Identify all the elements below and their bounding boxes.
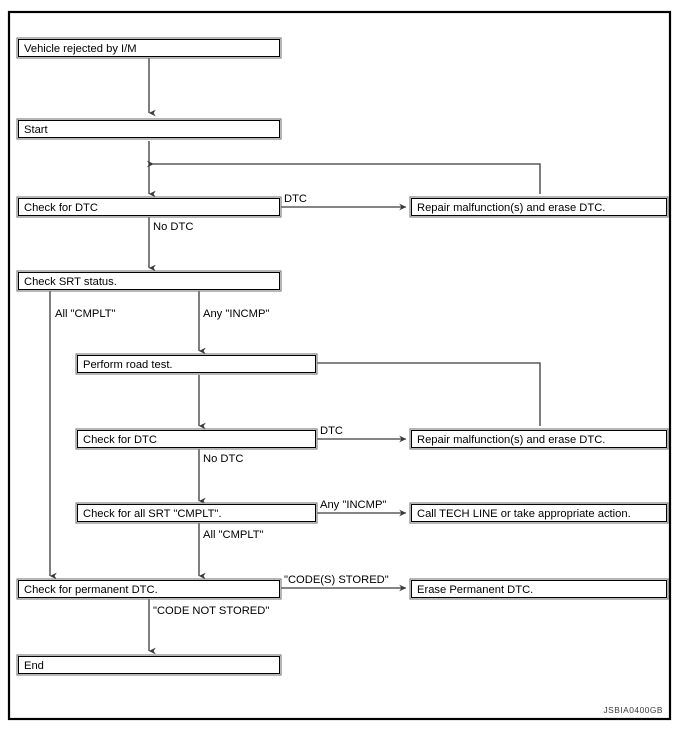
edge-label-dtc-1: DTC	[284, 193, 307, 205]
node-vehicle-rejected-label: Vehicle rejected by I/M	[24, 43, 137, 55]
node-repair-malfunctions-1-label: Repair malfunction(s) and erase DTC.	[417, 202, 605, 214]
figure-frame	[7, 10, 672, 721]
node-start[interactable]: Start	[16, 118, 282, 140]
edge-label-all-cmplt-2: All "CMPLT"	[203, 529, 264, 541]
node-repair-malfunctions-2[interactable]: Repair malfunction(s) and erase DTC.	[409, 428, 669, 450]
node-repair-malfunctions-2-label: Repair malfunction(s) and erase DTC.	[417, 434, 605, 446]
node-repair-malfunctions-1[interactable]: Repair malfunction(s) and erase DTC.	[409, 196, 669, 218]
node-check-srt-status-label: Check SRT status.	[24, 276, 117, 288]
node-vehicle-rejected[interactable]: Vehicle rejected by I/M	[16, 37, 282, 59]
node-call-tech-line-label: Call TECH LINE or take appropriate actio…	[417, 508, 631, 520]
node-perform-road-test[interactable]: Perform road test.	[75, 353, 318, 375]
figure-code-label: JSBIA0400GB	[603, 705, 663, 715]
node-start-label: Start	[24, 124, 49, 136]
node-perform-road-test-label: Perform road test.	[83, 359, 173, 371]
edge-label-codes-stored: "CODE(S) STORED"	[284, 574, 389, 586]
node-check-for-dtc-1-label: Check for DTC	[24, 202, 98, 214]
edge-labels: DTC No DTC All "CMPLT" Any "INCMP" DTC N…	[55, 193, 389, 617]
edge-label-no-dtc-1: No DTC	[153, 221, 193, 233]
node-check-for-dtc-2-label: Check for DTC	[83, 434, 157, 446]
node-check-srt-status[interactable]: Check SRT status.	[16, 270, 282, 292]
node-check-for-dtc-2[interactable]: Check for DTC	[75, 428, 318, 450]
edge-repair2-loopback	[311, 359, 541, 426]
edge-label-no-dtc-2: No DTC	[203, 453, 243, 465]
edge-label-any-incmp-1: Any "INCMP"	[203, 308, 269, 320]
edge-label-code-not-stored: "CODE NOT STORED"	[153, 605, 269, 617]
node-check-for-dtc-1[interactable]: Check for DTC	[16, 196, 282, 218]
node-check-permanent-dtc-label: Check for permanent DTC.	[24, 584, 158, 596]
node-call-tech-line[interactable]: Call TECH LINE or take appropriate actio…	[409, 502, 669, 524]
node-check-permanent-dtc[interactable]: Check for permanent DTC.	[16, 578, 282, 600]
node-end[interactable]: End	[16, 654, 282, 676]
edge-repair1-loopback	[147, 160, 541, 194]
edge-label-all-cmplt-1: All "CMPLT"	[55, 308, 116, 320]
edge-label-any-incmp-2: Any "INCMP"	[320, 499, 386, 511]
connectors	[49, 58, 541, 655]
edge-label-dtc-2: DTC	[320, 425, 343, 437]
node-end-label: End	[24, 660, 44, 672]
node-check-all-srt-cmplt[interactable]: Check for all SRT "CMPLT".	[75, 502, 318, 524]
node-erase-permanent-dtc[interactable]: Erase Permanent DTC.	[409, 578, 669, 600]
node-check-all-srt-cmplt-label: Check for all SRT "CMPLT".	[83, 508, 222, 520]
node-erase-permanent-dtc-label: Erase Permanent DTC.	[417, 584, 533, 596]
